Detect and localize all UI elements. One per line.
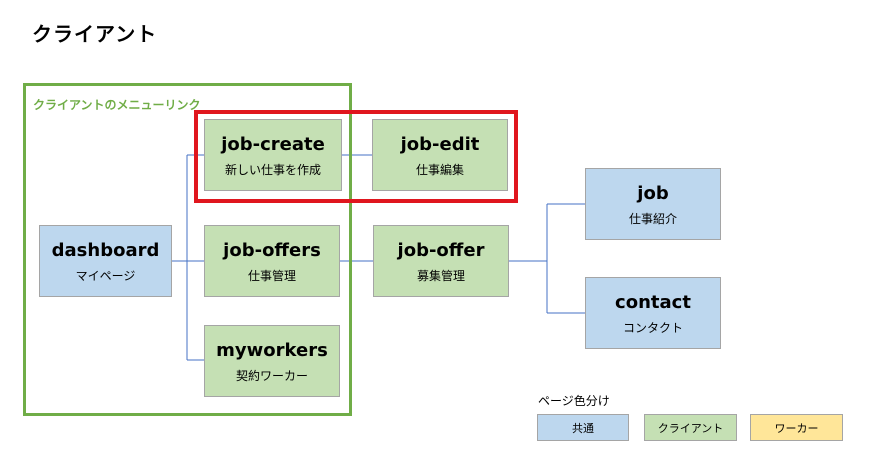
page-title: クライアント: [32, 22, 158, 46]
node-name: job-offers: [223, 239, 321, 261]
node-job-offer[interactable]: job-offer 募集管理: [373, 225, 509, 297]
node-contact[interactable]: contact コンタクト: [585, 277, 721, 349]
node-subtitle: 契約ワーカー: [235, 368, 308, 383]
node-job[interactable]: job 仕事紹介: [585, 168, 721, 240]
node-subtitle: 仕事紹介: [628, 211, 677, 226]
node-name: job-offer: [397, 239, 485, 261]
node-subtitle: 仕事編集: [415, 162, 464, 177]
highlight-frame: [194, 110, 518, 203]
node-subtitle: コンタクト: [622, 320, 683, 335]
client-menu-frame: [23, 83, 352, 416]
node-subtitle: 新しい仕事を作成: [224, 162, 321, 177]
legend-worker: ワーカー: [750, 414, 843, 441]
node-subtitle: マイページ: [75, 268, 136, 283]
node-myworkers[interactable]: myworkers 契約ワーカー: [204, 325, 340, 397]
node-name: job-create: [221, 133, 325, 155]
node-job-offers[interactable]: job-offers 仕事管理: [204, 225, 340, 297]
node-subtitle: 募集管理: [416, 268, 465, 283]
node-subtitle: 仕事管理: [247, 268, 296, 283]
node-dashboard[interactable]: dashboard マイページ: [39, 225, 172, 297]
node-job-edit[interactable]: job-edit 仕事編集: [372, 119, 508, 191]
node-name: job: [637, 182, 669, 204]
legend-common: 共通: [537, 414, 629, 441]
client-menu-label: クライアントのメニューリンク: [33, 98, 201, 112]
legend-title: ページ色分け: [538, 394, 610, 408]
node-name: myworkers: [216, 339, 328, 361]
node-job-create[interactable]: job-create 新しい仕事を作成: [204, 119, 342, 191]
legend-client: クライアント: [644, 414, 737, 441]
node-name: job-edit: [400, 133, 480, 155]
node-name: contact: [615, 291, 691, 313]
node-name: dashboard: [51, 239, 160, 261]
